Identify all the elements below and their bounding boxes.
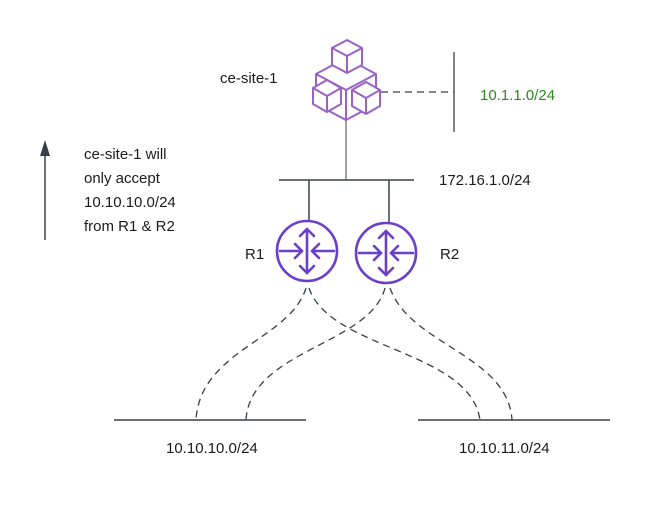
note-line: only accept [84, 170, 160, 187]
left-subnet-label: 10.10.10.0/24 [166, 440, 258, 457]
router-r2-label: R2 [440, 246, 460, 263]
router-icon [275, 219, 339, 283]
arrow-up-icon [40, 140, 50, 240]
cubes-stack-icon [312, 39, 381, 121]
site-label: ce-site-1 [220, 70, 278, 87]
router-r1-label: R1 [245, 246, 265, 263]
policy-note: ce-site-1 will only accept 10.10.10.0/24… [84, 143, 176, 239]
note-line: ce-site-1 will [84, 146, 167, 163]
router-icon [354, 221, 418, 285]
right-subnet-label: 10.10.11.0/24 [459, 440, 550, 457]
route-paths [195, 287, 513, 421]
note-line: from R1 & R2 [84, 218, 175, 235]
note-line: 10.10.10.0/24 [84, 194, 176, 211]
transit-subnet-label: 172.16.1.0/24 [439, 172, 531, 189]
local-subnet-label: 10.1.1.0/24 [480, 87, 556, 104]
